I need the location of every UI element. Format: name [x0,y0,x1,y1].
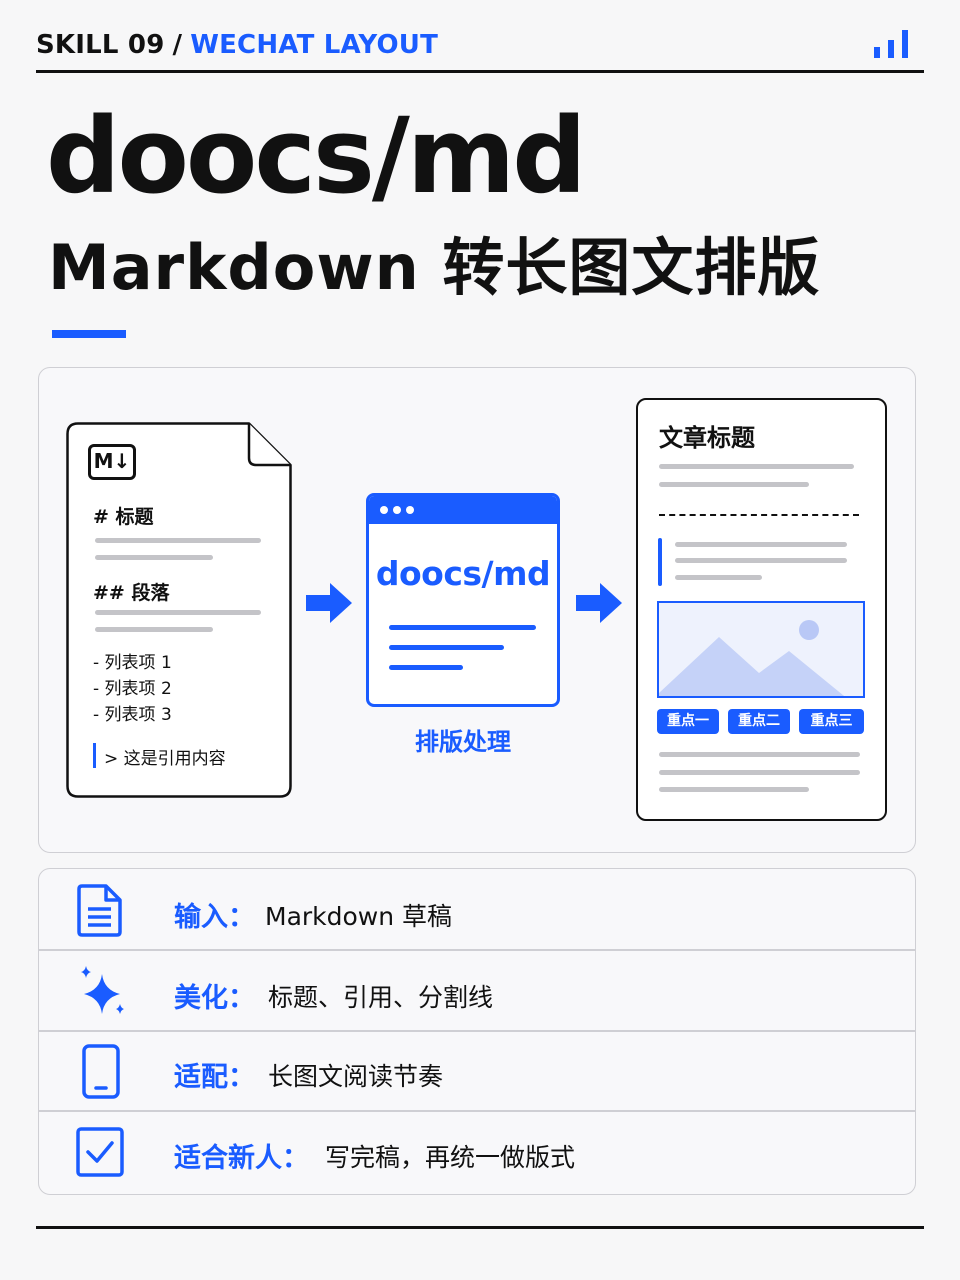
quote-marker [658,538,662,586]
text-line [659,787,809,792]
sparkle-icon [81,966,124,1014]
feature-label: 适配： [174,1062,255,1093]
skill-heading: SKILL 09/WECHAT LAYOUT [36,30,438,60]
text-line [95,627,213,632]
highlight-chip: 重点二 [728,709,790,734]
skill-separator: / [172,30,183,60]
accent-underline [52,330,126,338]
feature-list [38,868,916,1195]
window-titlebar [369,496,557,524]
text-line [659,770,860,775]
article-title: 文章标题 [659,424,755,452]
content-line [389,665,463,670]
md-quote: > 这是引用内容 [104,749,226,769]
text-line [95,610,261,615]
md-list-item: - 列表项 1 [93,653,172,673]
content-line [389,645,504,650]
text-line [659,482,809,487]
header-divider [36,70,924,73]
feature-value: Markdown 草稿 [265,902,453,931]
skill-tag: WECHAT LAYOUT [190,30,439,60]
feature-value: 写完稿，再统一做版式 [325,1143,576,1172]
feature-value: 标题、引用、分割线 [268,983,494,1012]
highlight-chip: 重点三 [799,709,864,734]
phone-icon [82,1044,120,1099]
window-dot-icon [393,506,401,514]
doocs-processor-window: doocs/md [366,493,560,707]
feature-value: 长图文阅读节奏 [268,1062,444,1091]
row-divider [38,1030,916,1032]
quote-marker [93,743,96,768]
footer-divider [36,1226,924,1229]
window-dot-icon [380,506,388,514]
md-heading: # 标题 [93,506,154,528]
divider-dashed [659,514,859,516]
text-line [675,575,762,580]
text-line [95,555,213,560]
highlight-chip: 重点一 [657,709,719,734]
page-title: doocs/md [46,95,587,217]
text-line [95,538,261,543]
text-line [659,464,854,469]
window-dot-icon [406,506,414,514]
image-placeholder-icon [657,601,865,698]
header-bar: SKILL 09/WECHAT LAYOUT [36,30,924,74]
row-divider [38,1110,916,1112]
checkbox-icon [76,1127,124,1177]
processor-name: doocs/md [375,554,551,593]
feature-label: 适合新人： [174,1143,309,1174]
arrow-right-icon [576,583,622,623]
skill-code: SKILL 09 [36,30,165,60]
feature-label: 输入： [174,902,255,933]
md-list-item: - 列表项 2 [93,679,172,699]
feature-label: 美化： [174,983,255,1014]
signal-bars-icon [874,30,908,58]
arrow-right-icon [306,583,352,623]
row-divider [38,949,916,951]
md-list-item: - 列表项 3 [93,705,172,725]
md-subheading: ## 段落 [93,582,170,604]
page-subtitle: Markdown 转长图文排版 [48,231,821,304]
text-line [675,558,847,563]
processor-label: 排版处理 [415,728,511,756]
document-icon [77,884,122,937]
text-line [659,752,860,757]
text-line [675,542,847,547]
markdown-logo-icon: M↓ [88,444,136,480]
content-line [389,625,536,630]
